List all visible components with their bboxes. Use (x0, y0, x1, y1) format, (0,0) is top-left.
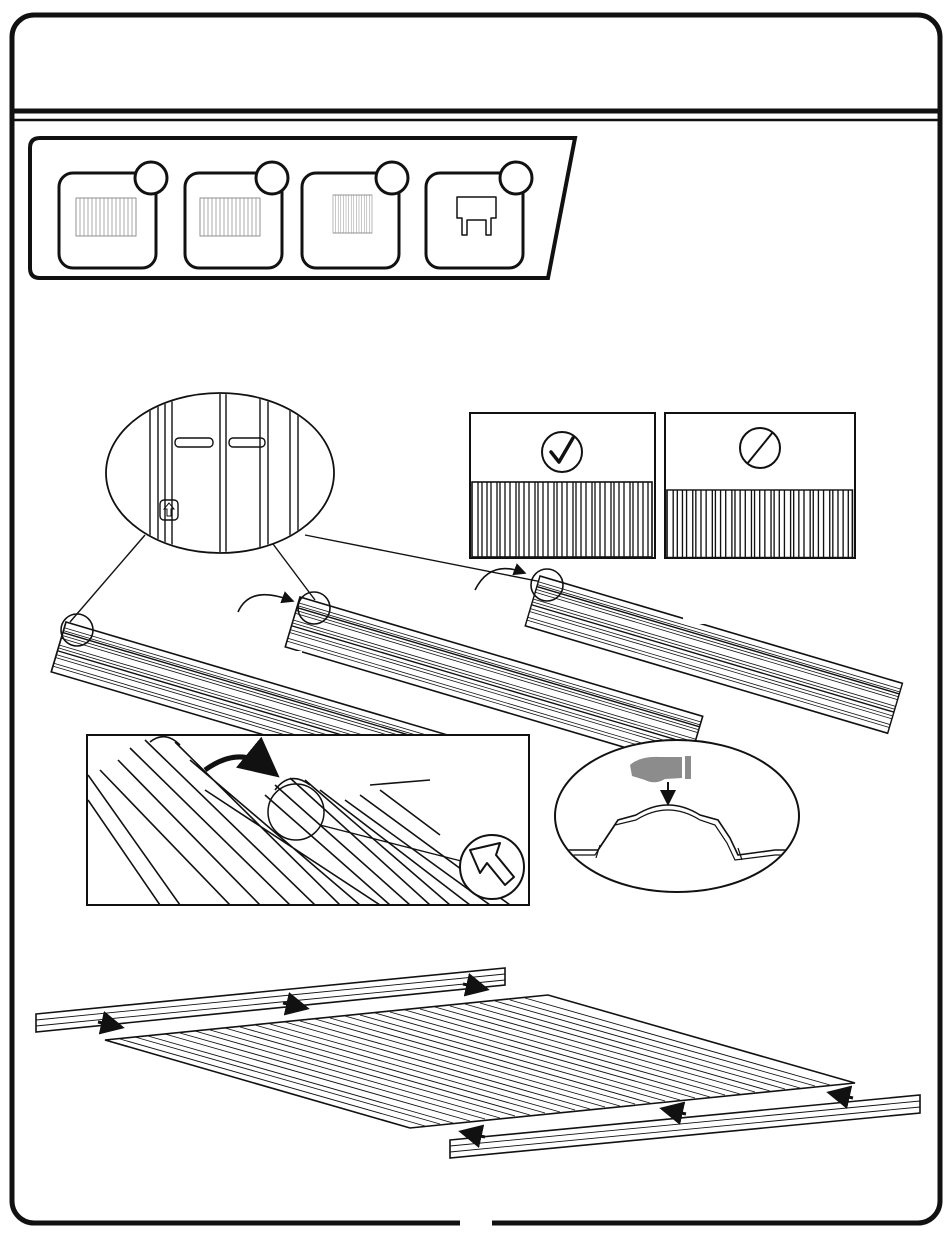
page-number-notch (460, 1212, 492, 1228)
part-badge (135, 162, 167, 194)
part-card-panel-b (185, 162, 288, 268)
part-card-panel-a (59, 162, 167, 268)
part-badge (500, 162, 532, 194)
part-card-connector (426, 162, 532, 268)
assembly-view (36, 968, 920, 1158)
check-icon (542, 432, 582, 472)
parts-box (30, 138, 575, 278)
correct-example (470, 413, 655, 558)
overlap-detail (87, 735, 529, 905)
part-badge (256, 162, 288, 194)
press-detail (555, 740, 800, 892)
incorrect-example (665, 413, 855, 558)
part-badge (376, 162, 408, 194)
part-card-panel-c (302, 162, 408, 268)
